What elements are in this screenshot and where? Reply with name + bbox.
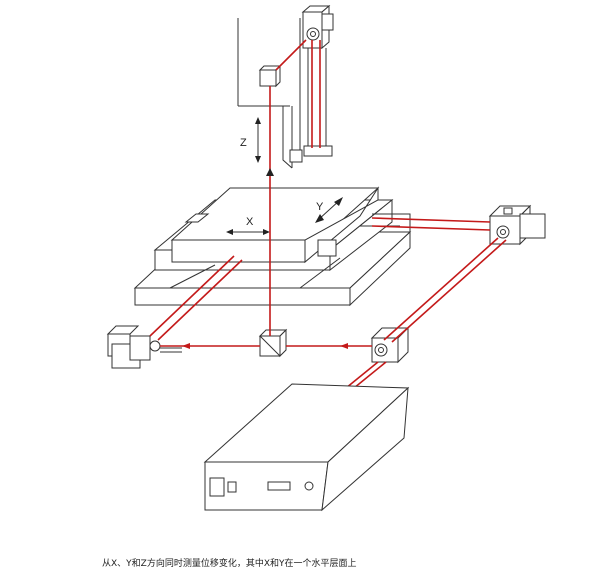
z-axis-label: Z xyxy=(240,137,247,149)
z-retroreflector-icon xyxy=(258,64,282,88)
y-laser-head-icon xyxy=(488,204,546,246)
machine-table-top xyxy=(170,186,411,264)
diagram-caption: 从X、Y和Z方向同时测量位移变化，其中X和Y在一个水平层面上 xyxy=(102,559,357,569)
z-laser-head-icon xyxy=(301,4,334,50)
y-axis-arrow xyxy=(315,197,343,223)
controller-unit-icon xyxy=(203,383,410,512)
laser-beams xyxy=(149,39,507,389)
z-mirror-stand xyxy=(289,48,333,163)
beam-splitter-icon xyxy=(258,328,288,358)
retroreflector-icon xyxy=(370,326,410,364)
y-axis-label: Y xyxy=(316,201,324,213)
z-axis-arrow xyxy=(255,117,261,163)
z-axis-column xyxy=(237,18,301,169)
x-laser-head-icon xyxy=(106,325,182,369)
x-axis-arrow xyxy=(226,229,270,235)
x-axis-label: X xyxy=(246,216,254,228)
